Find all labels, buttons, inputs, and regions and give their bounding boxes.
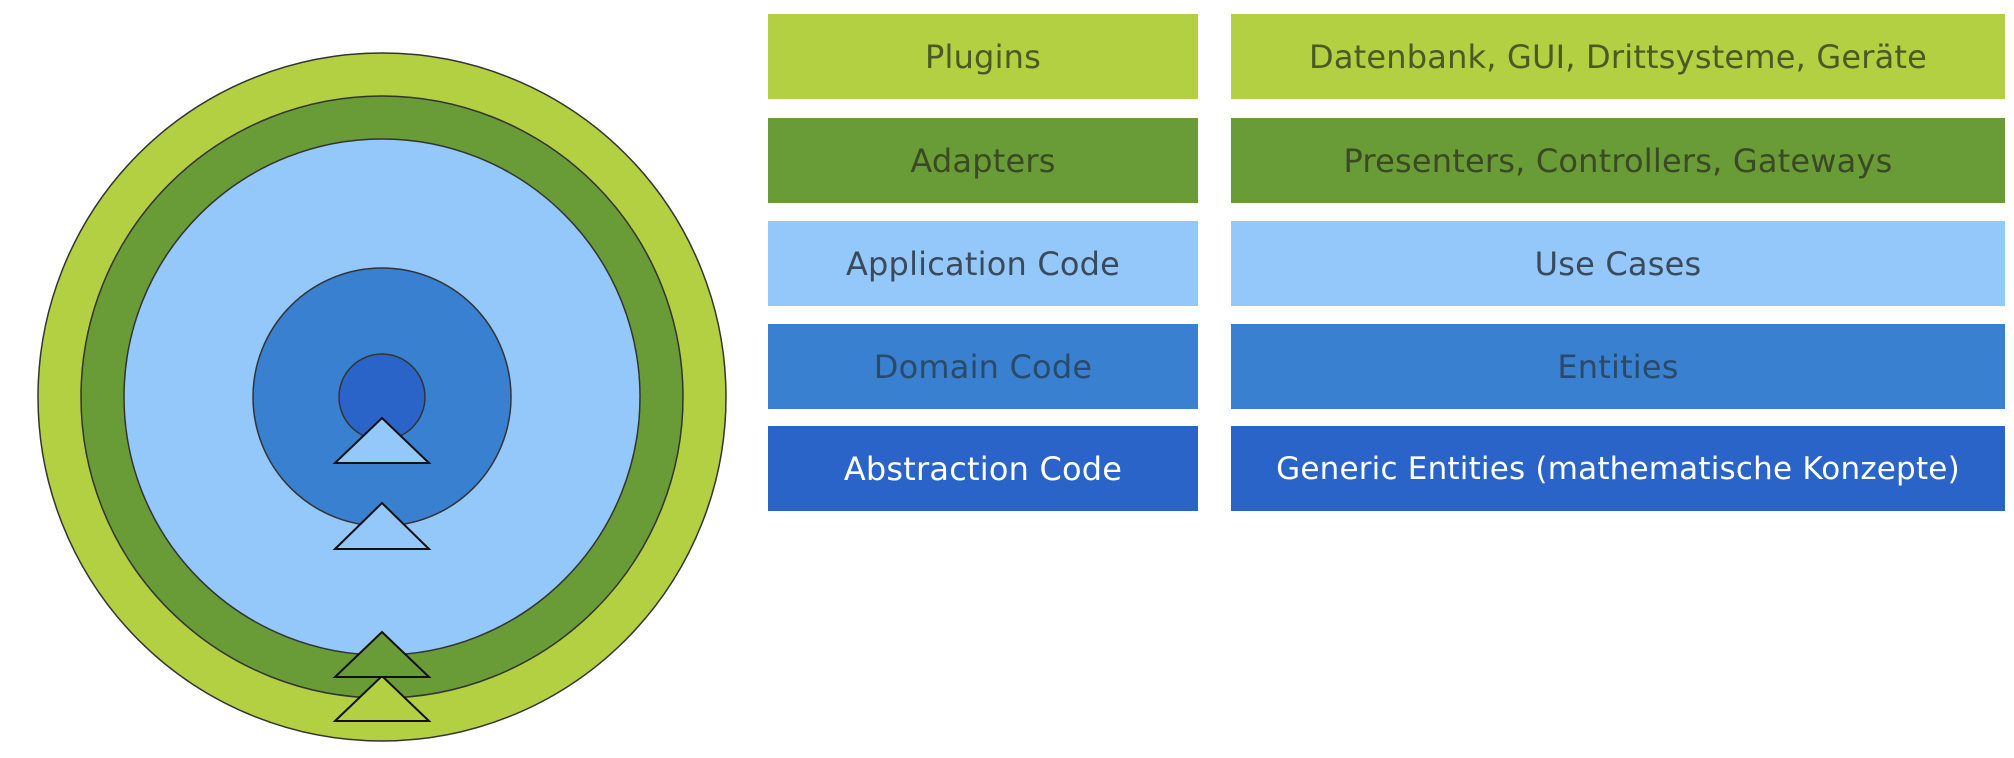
layer-name-domain-code: Domain Code: [768, 324, 1198, 409]
layer-name-abstraction-code: Abstraction Code: [768, 426, 1198, 511]
layer-name-plugins: Plugins: [768, 14, 1198, 99]
layer-name-application-code: Application Code: [768, 221, 1198, 306]
dependency-arrow-icon: [332, 416, 432, 464]
layer-examples-abstraction-code: Generic Entities (mathematische Konzepte…: [1231, 426, 2005, 511]
dependency-arrow-icon: [332, 501, 432, 550]
dependency-arrow-icon: [332, 674, 432, 722]
dependency-arrow-icon: [332, 630, 432, 678]
onion-diagram: [37, 52, 727, 742]
layer-examples-plugins: Datenbank, GUI, Drittsysteme, Geräte: [1231, 14, 2005, 99]
layer-examples-domain-code: Entities: [1231, 324, 2005, 409]
layer-name-adapters: Adapters: [768, 118, 1198, 203]
layer-examples-application-code: Use Cases: [1231, 221, 2005, 306]
layer-examples-adapters: Presenters, Controllers, Gateways: [1231, 118, 2005, 203]
